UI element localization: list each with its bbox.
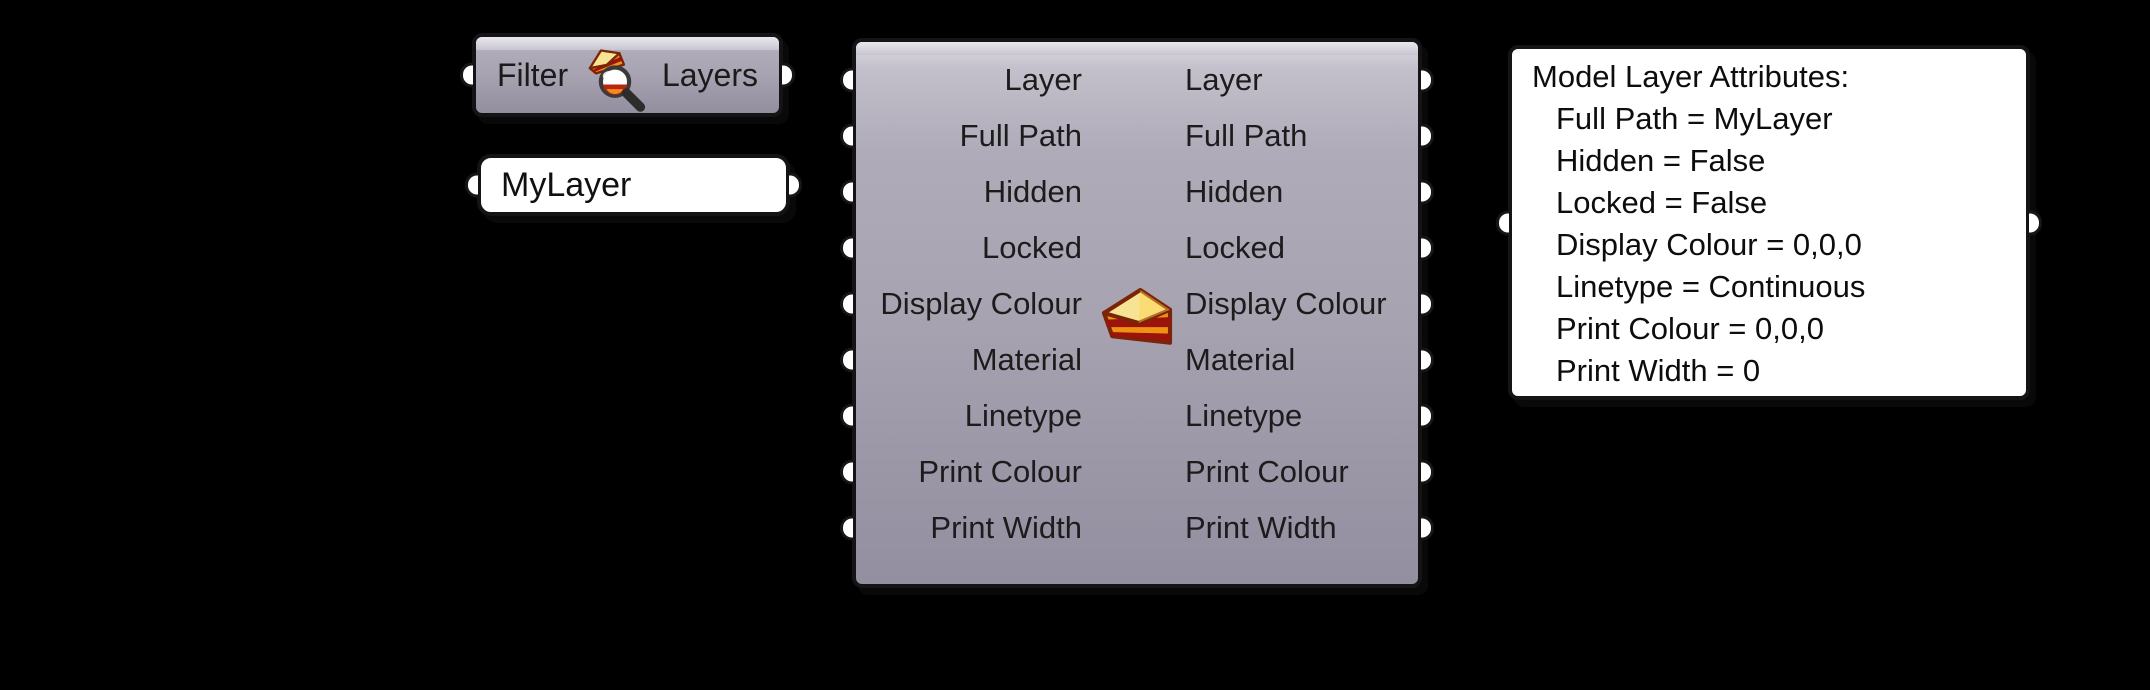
attributes-line-print-width: Print Width = 0 [1556, 353, 1761, 388]
input-label-hidden: Hidden [983, 174, 1082, 209]
output-port-linetype[interactable] [1421, 403, 1434, 429]
input-label-locked: Locked [982, 230, 1082, 265]
input-port-linetype[interactable] [840, 403, 853, 429]
model-layer-component[interactable]: Layer Layer Full Path Full Path Hidden H… [840, 38, 1434, 588]
input-label-print-colour: Print Colour [918, 454, 1082, 489]
attributes-panel[interactable]: Model Layer Attributes: Full Path = MyLa… [1496, 45, 2042, 400]
filter-layers-component[interactable]: Filter Layers [460, 33, 795, 117]
param-row-layer: Layer Layer [840, 52, 1434, 108]
input-label-layer: Layer [1004, 62, 1082, 97]
layer-name-output-port[interactable] [789, 172, 802, 198]
output-label-print-width: Print Width [1185, 510, 1337, 545]
output-port-print-width[interactable] [1421, 515, 1434, 541]
attributes-line-linetype: Linetype = Continuous [1556, 269, 1866, 304]
attributes-line-print-colour: Print Colour = 0,0,0 [1556, 311, 1824, 346]
output-port-print-colour[interactable] [1421, 459, 1434, 485]
param-row-print-colour: Print Colour Print Colour [840, 444, 1434, 500]
output-port-material[interactable] [1421, 347, 1434, 373]
attributes-input-port[interactable] [1496, 210, 1509, 235]
input-label-display-colour: Display Colour [880, 286, 1082, 321]
attributes-line-locked: Locked = False [1556, 185, 1768, 220]
output-label-linetype: Linetype [1185, 398, 1303, 433]
param-row-linetype: Linetype Linetype [840, 388, 1434, 444]
output-label-material: Material [1185, 342, 1296, 377]
input-port-locked[interactable] [840, 235, 853, 261]
input-port-hidden[interactable] [840, 179, 853, 205]
input-label-material: Material [971, 342, 1082, 377]
layer-name-value: MyLayer [501, 165, 632, 204]
output-port-locked[interactable] [1421, 235, 1434, 261]
input-port-layer[interactable] [840, 67, 853, 93]
param-row-print-width: Print Width Print Width [840, 500, 1434, 556]
attributes-line-hidden: Hidden = False [1556, 143, 1766, 178]
magnifier-cake-icon [588, 49, 646, 112]
param-row-full-path: Full Path Full Path [840, 108, 1434, 164]
output-port-hidden[interactable] [1421, 179, 1434, 205]
input-label-linetype: Linetype [964, 398, 1082, 433]
input-port-print-colour[interactable] [840, 459, 853, 485]
input-label-full-path: Full Path [959, 118, 1082, 153]
layer-name-panel[interactable]: MyLayer [465, 154, 802, 216]
output-label-full-path: Full Path [1185, 118, 1308, 153]
param-row-display-colour: Display Colour Display Colour [840, 276, 1434, 332]
output-port-layer[interactable] [1421, 67, 1434, 93]
output-port-display-colour[interactable] [1421, 291, 1434, 317]
output-label-layer: Layer [1185, 62, 1263, 97]
input-port-material[interactable] [840, 347, 853, 373]
param-row-material: Material Material [840, 332, 1434, 388]
output-port-full-path[interactable] [1421, 123, 1434, 149]
cake-icon [1101, 287, 1173, 345]
attributes-line-display-colour: Display Colour = 0,0,0 [1556, 227, 1862, 262]
param-row-locked: Locked Locked [840, 220, 1434, 276]
output-label-print-colour: Print Colour [1185, 454, 1349, 489]
output-label-hidden: Hidden [1185, 174, 1284, 209]
parameter-rows: Layer Layer Full Path Full Path Hidden H… [840, 52, 1434, 556]
filter-output-label: Layers [661, 56, 758, 93]
layer-name-input-port[interactable] [465, 172, 478, 198]
input-port-display-colour[interactable] [840, 291, 853, 317]
param-row-hidden: Hidden Hidden [840, 164, 1434, 220]
filter-input-label: Filter [497, 56, 569, 93]
input-port-full-path[interactable] [840, 123, 853, 149]
input-port-print-width[interactable] [840, 515, 853, 541]
attributes-title: Model Layer Attributes: [1532, 59, 1850, 94]
output-label-locked: Locked [1185, 230, 1285, 265]
filter-input-port[interactable] [460, 62, 473, 88]
attributes-output-port[interactable] [2029, 210, 2042, 235]
output-label-display-colour: Display Colour [1185, 286, 1387, 321]
input-label-print-width: Print Width [930, 510, 1082, 545]
filter-output-port[interactable] [782, 62, 795, 88]
attributes-line-full-path: Full Path = MyLayer [1556, 101, 1833, 136]
